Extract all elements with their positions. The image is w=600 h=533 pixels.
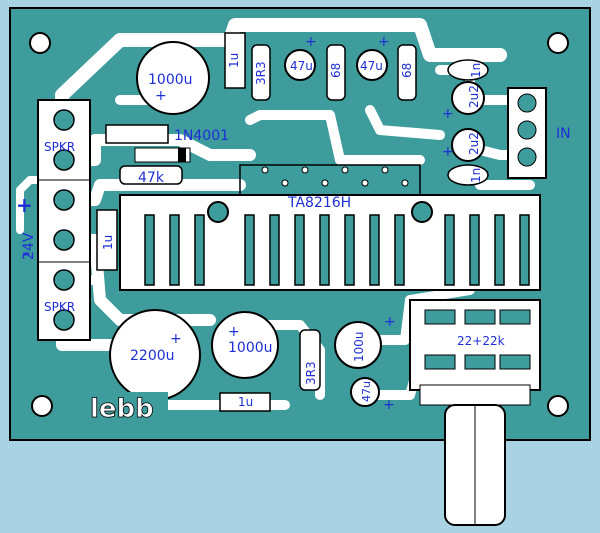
plus-1000u-top: + (155, 88, 167, 104)
label-47u-a: 47u (290, 59, 313, 73)
label-47u-c: 47u (360, 381, 373, 402)
component-labels: 1000u 1u 3R3 47u 68 47u 68 1n 2u2 2u2 1n… (16, 34, 571, 413)
label-47u-b: 47u (360, 59, 383, 73)
plus-47u-b: + (378, 34, 390, 50)
label-supply-minus: - (22, 241, 30, 265)
label-1n-b: 1n (469, 168, 483, 183)
label-input: IN (556, 126, 571, 142)
cap-47u-b (356, 49, 388, 81)
label-68-b: 68 (400, 63, 414, 78)
label-100u: 100u (352, 331, 366, 362)
label-3r3-bottom: 3R3 (304, 361, 318, 385)
plus-100u: + (384, 314, 396, 330)
label-2u2-b: 2u2 (467, 132, 481, 155)
cap-1000u-top (136, 41, 210, 115)
mounting-hole-bottom-right (547, 395, 569, 417)
diode-1n4001 (134, 147, 191, 163)
resistor-47k (119, 165, 183, 185)
mounting-hole-bottom-left (31, 395, 53, 417)
cap-1u-bottom (219, 392, 271, 412)
resistor-68-b (397, 44, 417, 101)
label-2u2-a: 2u2 (467, 85, 481, 108)
potentiometer (409, 299, 541, 526)
cap-100u (334, 321, 382, 369)
cap-1n-a (447, 59, 489, 81)
cap-2u2-a (451, 81, 485, 115)
logo-text: lebb (90, 394, 154, 424)
label-spkr-top: SPKR (44, 140, 75, 154)
label-1u-bottom: 1u (238, 395, 253, 409)
diode-pads (105, 124, 169, 144)
board-logo: lebb (86, 392, 168, 424)
label-3r3-top: 3R3 (254, 61, 268, 85)
plus-47u-c: + (383, 397, 395, 413)
label-2200u: 2200u (130, 348, 175, 364)
heatsink-screw-hole-right (411, 201, 433, 223)
cap-1000u-bottom (211, 311, 279, 379)
label-ta8216h: TA8216H (287, 195, 351, 211)
label-spkr-bottom: SPKR (44, 300, 75, 314)
label-pot: 22+22k (457, 334, 505, 348)
plus-2u2-a: + (442, 106, 454, 122)
label-diode: 1N4001 (174, 128, 229, 144)
resistors (119, 44, 417, 391)
resistor-3r3-bottom (299, 329, 321, 391)
mounting-hole-top-left (29, 32, 51, 54)
heatsink-screw-hole-left (207, 201, 229, 223)
resistor-3r3-top (251, 44, 271, 101)
label-1000u-top: 1000u (148, 72, 193, 88)
plus-2200u: + (170, 331, 182, 347)
cap-2u2-b (451, 128, 485, 162)
heatsink (119, 194, 541, 291)
label-1000u-bottom: 1000u (228, 340, 273, 356)
ic-ta8216h (239, 164, 421, 196)
input-connector (507, 87, 547, 179)
label-1u-top: 1u (227, 53, 241, 68)
cap-1u-top (224, 32, 246, 89)
cap-47u-a (284, 49, 316, 81)
label-1u-left: 1u (101, 235, 115, 250)
cap-47u-c (350, 377, 380, 407)
label-47k: 47k (138, 170, 165, 186)
electrolytic-capacitors (109, 41, 485, 407)
cap-1u-left (96, 209, 118, 271)
label-1n-a: 1n (469, 63, 483, 78)
resistor-68-a (326, 44, 346, 101)
plus-1000u-bottom: + (228, 324, 240, 340)
mounting-holes (29, 32, 569, 417)
plus-2u2-b: + (442, 144, 454, 160)
label-supply-plus: + (16, 193, 33, 217)
label-24v: 24V (21, 232, 37, 260)
plus-47u-a: + (305, 34, 317, 50)
mounting-hole-top-right (547, 32, 569, 54)
label-68-a: 68 (329, 63, 343, 78)
film-capacitors (96, 32, 489, 412)
terminal-block-left (37, 99, 91, 341)
cap-1n-b (447, 164, 489, 186)
